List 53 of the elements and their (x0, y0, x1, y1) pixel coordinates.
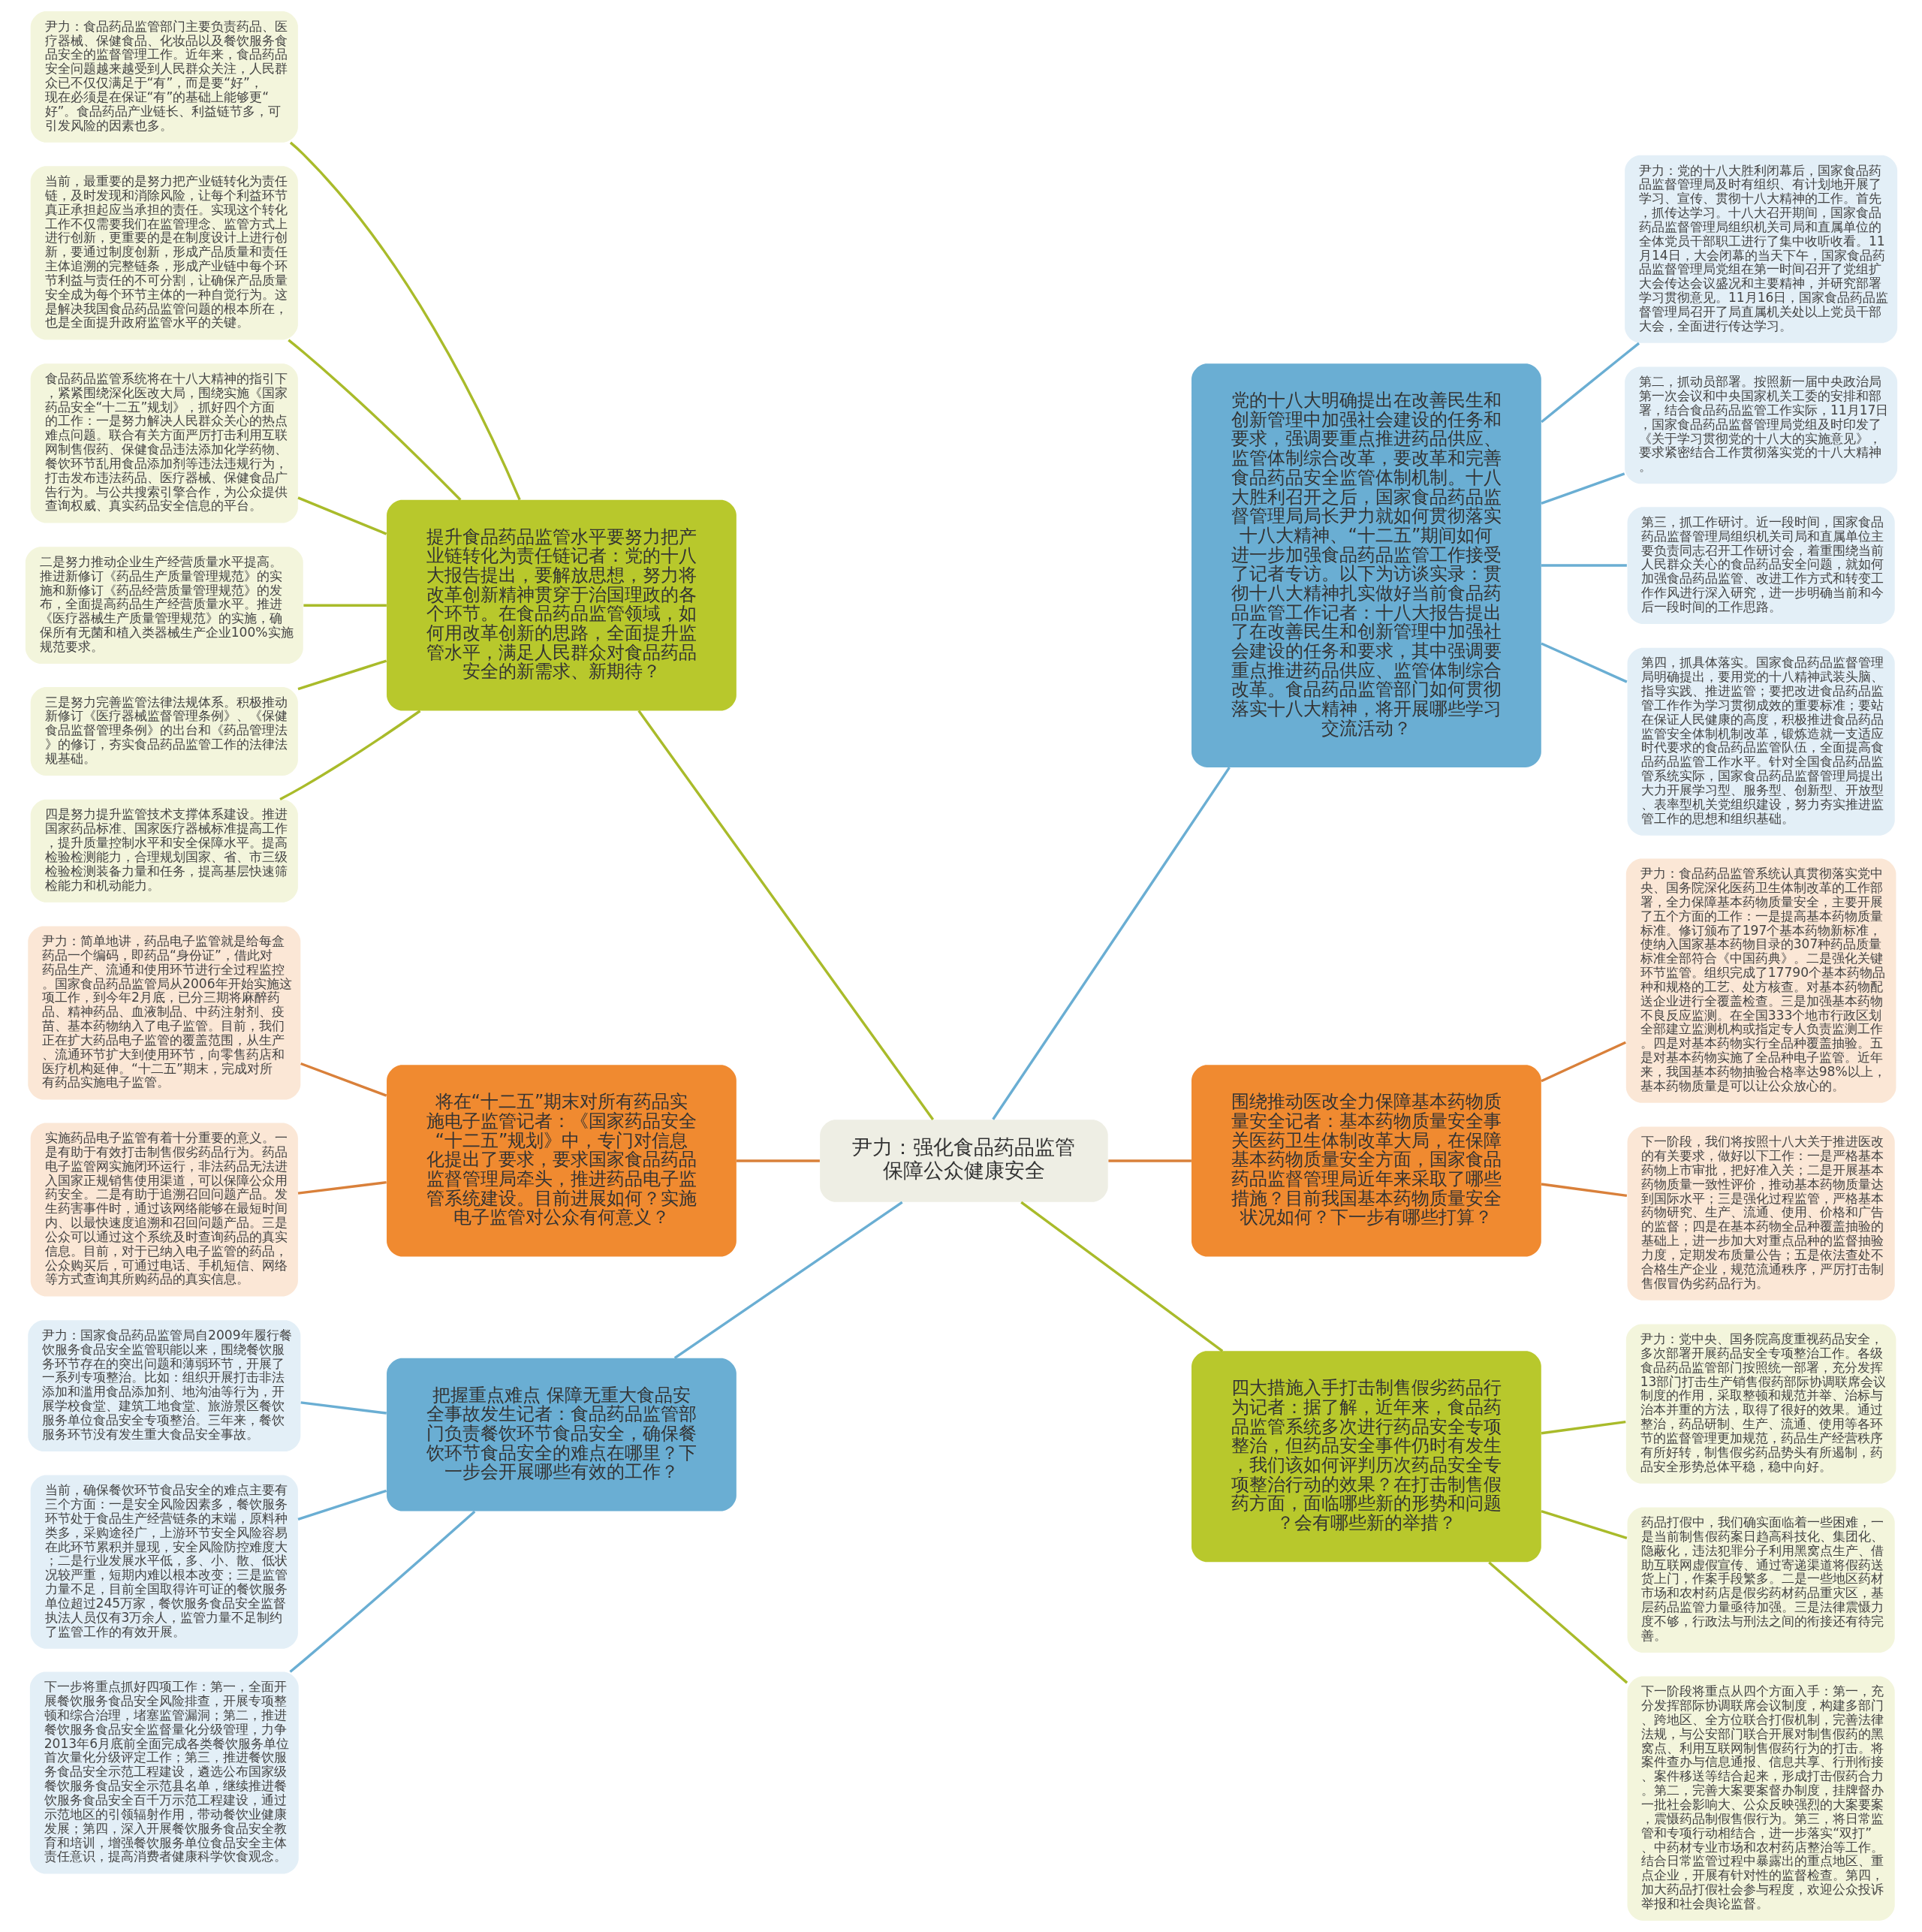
node-box: 尹力：国家食品药品监管局自2009年履行餐饮服务食品安全监管职能以来，围绕餐饮服务环节存在的突出问题和薄弱环节，开展了一系列专项整治。比如：组织开展打击非法添加和滥用食品添加剂、地沟油等行为，开展学校食堂、建筑工地食堂、旅游景区餐饮服务单位食品安全专项整治。三年来，餐饮服务环节没有发生重大食品安全事故。 (27, 1320, 300, 1451)
connector (1541, 1420, 1625, 1435)
connector (297, 659, 387, 691)
node-box: 三是努力完善监管法律法规体系。积极推动新修订《医疗器械监督管理条例》、《保健食品监督管理条例》的出台和《药品管理法》的修订，夯实食品药品监管工作的法律法规基础。 (30, 686, 298, 776)
node-box: 尹力：食品药品监管系统认真贯彻落实党中央、国务院深化医药卫生体制改革的工作部署，全力保障基本药物质量安全，主要开展了五个方面的工作：一是提高基本药物质量标准。修订颁布了197个基本药物新标准，使纳入国家基本药物目录的307种药品质量标准全部符合《中国药典》。二是强化关键环节监管。组织完成了17790个基本药物品种和规格的工艺、处方核查。对基本药物配送企业进行全覆盖检查。三是加强基本药物不良反应监测。在全国333个地市行政区划全部建立监测机构或指定专人负责监测工作。四是对基本药物实行全品种覆盖抽验。五是对基本药物实施了全品种电子监管。近年来，我国基本药物抽验合格率达98%以上，基本药物质量是可以让公众放心的。 (1625, 858, 1896, 1103)
node-box: 二是努力推动企业生产经营质量水平提高。推进新修订《药品生产质量管理规范》的实施和新修订《药品经营质量管理规范》的发布，全面提高药品生产经营质量水平。推进《医疗器械生产质量管理规范》的实施，确保所有无菌和植入类器械生产企业100%实施规范要求。 (25, 547, 303, 665)
connector (1540, 1041, 1626, 1083)
connector (1540, 472, 1625, 505)
connector (1540, 642, 1628, 683)
node-box: 尹力：党中央、国务院高度重视药品安全，多次部署开展药品安全专项整治工作。各级食品药品监管部门按照统一部署，充分发挥13部门打击生产销售假药部际协调联席会议制度的作用，采取整顿和规范并举、治标与治本并重的方法，取得了很好的效果。通过整治，药品研制、生产、流通、使用等各环节的监督管理更加规范，药品生产经营秩序有所好转，制售假劣药品势头有所遏制，药品安全形势总体平稳，稳中向好。 (1625, 1324, 1896, 1484)
node-box: 尹力：党的十八大胜利闭幕后，国家食品药品监督管理局及时有组织、有计划地开展了学习、宣传、贯彻十八大精神的工作。首先，抓传达学习。十八大召开期间，国家食品药品监督管理局组织机关司局和直属单位的全体党员干部职工进行了集中收听收看。11月14日，大会闭幕的当天下午，国家食品药品监督管理局党组在第一时间召开了党组扩大会传达会议盛况和主要精神，并研究部署学习贯彻意见。11月16日，国家食品药品监督管理局召开了局直属机关处以上党员干部大会，全面进行传达学习。 (1624, 155, 1897, 343)
connector (297, 496, 387, 535)
node-box: 四是努力提升监管技术支撑体系建设。推进国家药品标准、国家医疗器械标准提高工作，提升质量控制水平和安全保障水平。提高检验检测能力，合理规划国家、省、市三级检验检测装备力量和任务，提高基层快速筛检能力和机动能力。 (30, 799, 298, 903)
connector (1107, 1159, 1191, 1162)
connector (1541, 564, 1627, 567)
connector (300, 1401, 387, 1415)
connector (297, 1489, 387, 1521)
node-box: 尹力：强化食品药品监管保障公众健康安全 (819, 1120, 1108, 1202)
connector (288, 1510, 475, 1673)
node-box: 把握重点难点 保障无重大食品安全事故发生记者：食品药品监管部门负责餐饮环节食品安全，确保餐饮环节食品安全的难点在哪里？下一步会开展哪些有效的工作？ (386, 1358, 737, 1512)
node-box: 第二，抓动员部署。按照新一届中央政治局第一次会议和中央国家机关工委的安排和部署，结合食品药品监管工作实际，11月17日，国家食品药品监督管理局党组及时印发了《关于学习贯彻党的十八大的实施意见》，要求紧密结合工作贯彻落实党的十八大精神。 (1624, 366, 1897, 484)
connector (1540, 342, 1640, 423)
connector (1487, 1561, 1628, 1684)
connector (736, 1159, 820, 1162)
node-box: 将在“十二五”期末对所有药品实施电子监管记者：《国家药品安全“十二五”规划》中，专门对信息化提出了要求，要求国家食品药品监督管理局牵头，推进药品电子监管系统建设。目前进展如何？实施电子监管对公众有何意义？ (386, 1065, 737, 1257)
node-box: 药品打假中，我们确实面临着一些困难，一是当前制售假药案日趋高科技化、集团化、隐蔽化，违法犯罪分子利用黑窝点生产、借助互联网虚假宣传、通过寄递渠道将假药送货上门，作案手段繁多。二是一些地区药材市场和农村药店是假劣药材药品重灾区，基层药品监管力量亟待加强。三是法律震慑力度不够，行政法与刑法之间的衔接还有待完善。 (1627, 1507, 1895, 1653)
connector (637, 710, 934, 1120)
node-box: 第四，抓具体落实。国家食品药品监督管理局明确提出，要用党的十八精神武装头脑、指导实践、推进监管；要把改进食品药品监管工作作为学习贯彻成效的重要标准；要站在保证人民健康的高度，积极推进食品药品监管安全体制机制改革，锻炼造就一支适应时代要求的食品药品监管队伍，全面提高食品药品监管工作水平。针对全国食品药品监管系统实际，国家食品药品监督管理局提出大力开展学习型、服务型、创新型、开放型、表率型机关党组织建设，努力夯实推进监管工作的思想和组织基础。 (1627, 647, 1895, 836)
connector (287, 339, 461, 501)
node-box: 食品药品监管系统将在十八大精神的指引下，紧紧围绕深化医改大局，围绕实施《国家药品安全“十二五”规划》，抓好四个方面的工作：一是努力解决人民群众关心的热点难点问题。联合有关方面严厉打击利用互联网制售假药、保健食品违法添加化学药物、餐饮环节乱用食品添加剂等违法违规行为，打击发布违法药品、医疗器械、保健食品广告行为。与公共搜索引擎合作，为公众提供查询权威、真实药品安全信息的平台。 (30, 363, 298, 523)
connector (279, 710, 420, 800)
connector (673, 1201, 903, 1359)
node-box: 下一阶段将重点从四个方面入手：第一，充分发挥部际协调联席会议制度，构建多部门、跨地区、全方位联合打假机制，完善法律法规，与公安部门联合开展对制售假药的黑窝点、利用互联网制售假药行为的打击。将案件查办与信息通报、信息共享、行刑衔接、案件移送等结合起来，形成打击假药合力。第二，完善大案要案督办制度，挂牌督办一批社会影响大、公众反映强烈的大案要案，震慑药品制假售假行为。第三，将日常监管和专项行动相结合，进一步落实“双打”、中药材专业市场和农村药店整治等工作。结合日常监管过程中暴露出的重点地区、重点企业，开展有针对性的监督检查。第四，加大药品打假社会参与程度，欢迎公众投诉举报和社会舆论监督。 (1627, 1676, 1895, 1921)
node-box: 下一阶段，我们将按照十八大关于推进医改的有关要求，做好以下工作：一是严格基本药物上市审批，把好准入关；二是开展基本药物质量一致性评价，推动基本药物质量达到国际水平；三是强化过程监管，严格基本药物研究、生产、流通、使用、价格和广告的监督；四是在基本药物全品种覆盖抽验的基础上，进一步加大对重点品种的监督抽验力度，定期发布质量公告；五是依法查处不合格生产企业，规范流通秩序，严厉打击制售假冒伪劣药品行为。 (1627, 1126, 1895, 1301)
node-box: 尹力：食品药品监管部门主要负责药品、医疗器械、保健食品、化妆品以及餐饮服务食品安全的监督管理工作。近年来，食品药品安全问题越来越受到人民群众关注，人民群众已不仅仅满足于“有”，而是要“好”，现在必须是在保证“有”的基础上能够更“好”。食品药品产业链长、利益链节多，可引发风险的因素也多。 (30, 11, 298, 143)
connector (1541, 1183, 1627, 1198)
node-box: 下一步将重点抓好四项工作：第一，全面开展餐饮服务食品安全风险排查，开展专项整顿和综合治理，堵塞监管漏洞；第二，推进餐饮服务食品安全监督量化分级管理，力争2013年6月底前全面完成各类餐饮服务单位首次量化分级评定工作；第三，推进餐饮服务食品安全示范工程建设，遴选公布国家级餐饮服务食品安全示范县名单，继续推进餐饮服务食品安全百千万示范工程建设，通过示范地区的引领辐射作用，带动餐饮业健康发展；第四，深入开展餐饮服务食品安全教育和培训，增强餐饮服务单位食品安全主体责任意识，提高消费者健康科学饮食观念。 (29, 1671, 299, 1874)
node-box: 第三，抓工作研讨。近一段时间，国家食品药品监督管理局组织机关司局和直属单位主要负责同志召开工作研讨会，着重围绕当前人民群众关心的食品药品安全问题，就如何加强食品药品监管、改进工作方式和转变工作作风进行深入研究，进一步明确当前和今后一段时间的工作思路。 (1627, 507, 1895, 624)
node-box: 尹力：简单地讲，药品电子监管就是给每盒药品一个编码，即药品“身份证”，借此对药品生产、流通和使用环节进行全过程监控。国家食品药品监管局从2006年开始实施这项工作，到今年2月底，已分三期将麻醉药品、精神药品、血液制品、中药注射剂、疫苗、基本药物纳入了电子监管。目前，我们正在扩大药品电子监管的覆盖范围，从生产、流通环节扩大到使用环节，向零售药店和医疗机构延伸。“十二五”期末，完成对所有药品实施电子监管。 (27, 926, 300, 1100)
node-box: 党的十八大明确提出在改善民生和创新管理中加强社会建设的任务和要求，强调要重点推进药品供应、监管体制综合改革，要改革和完善食品药品安全监管体制机制。十八大胜利召开之后，国家食品药品监督管理局局长尹力就如何贯彻落实十八大精神、“十二五”期间如何进一步加强食品药品监管工作接受了记者专访。以下为访谈实录：贯彻十八大精神扎实做好当前食品药品监管工作记者：十八大报告提出了在改善民生和创新管理中加强社会建设的任务和要求，其中强调要重点推进药品供应、监管体制综合改革。食品药品监管部门如何贯彻落实十八大精神，将开展哪些学习交流活动？ (1191, 363, 1541, 767)
connector (1020, 1201, 1223, 1352)
node-box: 提升食品药品监管水平要努力把产业链转化为责任链记者：党的十八大报告提出，要解放思想，努力将改革创新精神贯穿于治国理政的各个环节。在食品药品监管领域，如何用改革创新的思路，全面提升监管水平，满足人民群众对食品药品安全的新需求、新期待？ (386, 499, 737, 711)
connector (1541, 1510, 1627, 1540)
node-box: 当前，最重要的是努力把产业链转化为责任链，及时发现和消除风险，让每个利益环节真正承担起应当承担的责任。实现这个转化工作不仅需要我们在监管理念、监管方式上进行创新，更重要的是在制度设计上进行创新，要通过制度创新，形成产品质量和责任主体追溯的完整链条，形成产业链中每个环节利益与责任的不可分割，让确保产品质量安全成为每个环节主体的一种自觉行为。这是解决我国食品药品监管问题的根本所在，也是全面提升政府监管水平的关键。 (30, 166, 298, 340)
node-box: 当前，确保餐饮环节食品安全的难点主要有三个方面：一是安全风险因素多，餐饮服务环节处于食品生产经营链条的末端，原料种类多，采购途径广，上游环节安全风险容易在此环节累积并显现，安全风险防控难度大；二是行业发展水平低，多、小、散、低状况较严重，短期内难以根本改变；三是监管力量不足，目前全国取得许可证的餐饮服务单位超过245万家，餐饮服务食品安全监督执法人员仅有3万余人，监管力量不足制约了监管工作的有效开展。 (30, 1475, 298, 1649)
connector (303, 604, 387, 607)
connector (297, 1180, 387, 1195)
connector (991, 767, 1231, 1120)
connector (289, 141, 521, 501)
node-box: 围绕推动医改全力保障基本药物质量安全记者：基本药物质量安全事关医药卫生体制改革大局，在保障基本药物质量安全方面，国家食品药品监督管理局近年来采取了哪些措施？目前我国基本药物质量安全状况如何？下一步有哪些打算？ (1191, 1065, 1541, 1257)
node-box: 四大措施入手打击制售假劣药品行为记者：据了解，近年来，食品药品监管系统多次进行药品安全专项整治，但药品安全事件仍时有发生，我们该如何评判历次药品安全专项整治行动的效果？在打击制售假药方面，面临哪些新的形势和问题？会有哪些新的举措？ (1191, 1351, 1541, 1563)
node-box: 实施药品电子监管有着十分重要的意义。一是有助于有效打击制售假劣药品行为。药品电子监管网实施闭环运行，非法药品无法进入国家正规销售使用渠道，可以保障公众用药安全。二是有助于追溯召回问题产品。发生药害事件时，通过该网络能够在最短时间内、以最快速度追溯和召回问题产品。三是公众可以通过这个系统及时查询药品的真实信息。目前，对于已纳入电子监管的药品，公众购买后，可通过电话、手机短信、网络等方式查询其所购药品的真实信息。 (30, 1123, 298, 1297)
connector (300, 1062, 387, 1097)
